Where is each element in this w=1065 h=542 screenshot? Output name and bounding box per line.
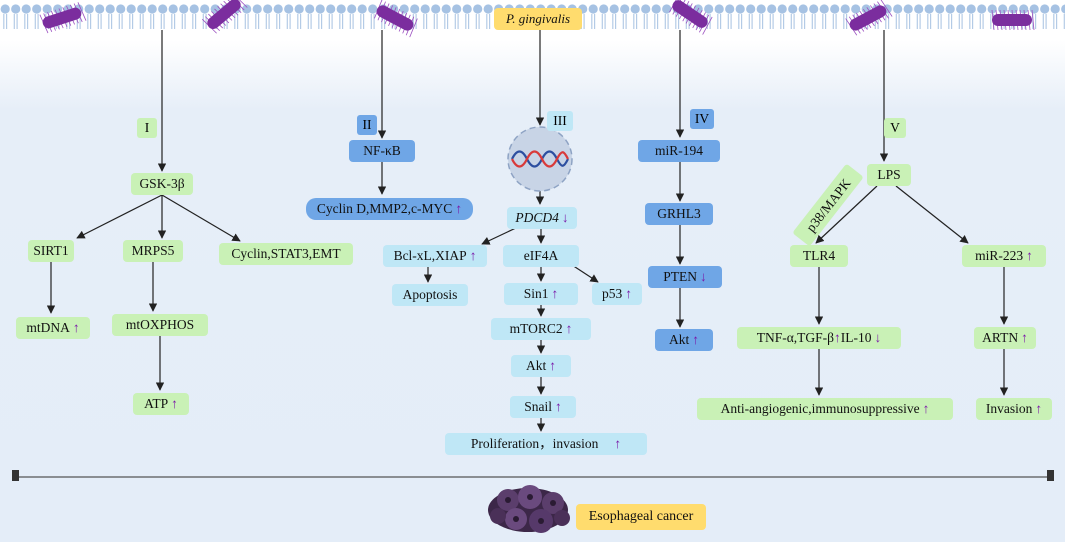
up-arrow-icon: ↑	[551, 286, 559, 301]
pten-node: PTEN↓	[648, 266, 722, 288]
artn-node: ARTN↑	[974, 327, 1036, 349]
up-arrow-icon: ↑	[922, 401, 930, 416]
atp-label: ATP	[144, 396, 169, 411]
bcl-xiap-node: Bcl-xL,XIAP↑	[383, 245, 487, 267]
esophageal-cancer-label: Esophageal cancer	[576, 504, 706, 530]
p53-label: p53	[602, 286, 623, 301]
il10-label: IL-10	[840, 330, 872, 345]
down-arrow-icon: ↓	[874, 330, 882, 345]
mrps5-node: MRPS5	[123, 240, 183, 262]
up-arrow-icon: ↑	[565, 321, 573, 336]
proliferation-invasion-node: Proliferation，invasion ↑	[445, 433, 647, 455]
flow-arrow	[815, 185, 878, 244]
up-arrow-icon: ↑	[171, 396, 178, 411]
bacterium-icon	[669, 0, 713, 35]
pathway-numeral-5: V	[884, 118, 906, 138]
cyclind-label: Cyclin D,MMP2,c-MYC	[316, 201, 453, 216]
bacterium-icon	[39, 2, 87, 34]
nucleus-dna-icon	[507, 126, 573, 192]
mtoxphos-node: mtOXPHOS	[112, 314, 208, 336]
down-arrow-icon: ↓	[700, 269, 707, 284]
bacteria-group	[39, 0, 1035, 38]
pathway-numeral-1: I	[137, 118, 157, 138]
apoptosis-node: Apoptosis	[392, 284, 468, 306]
prolif-label: Proliferation，invasion	[470, 436, 599, 451]
tnf-label: TNF-α,TGF-β	[756, 330, 835, 345]
flow-arrow	[161, 194, 241, 242]
cyclin-stat3-emt-node: Cyclin,STAT3,EMT	[219, 243, 353, 265]
p53-node: p53↑	[592, 283, 642, 305]
eif4a-node: eIF4A	[503, 245, 579, 267]
up-arrow-icon: ↑	[549, 358, 556, 373]
nfkb-node: NF-κB	[349, 140, 415, 162]
pdcd4-node: PDCD4↓	[507, 207, 577, 229]
flow-arrow	[481, 226, 519, 245]
mtdna-label: mtDNA	[26, 320, 70, 335]
up-arrow-icon: ↑	[625, 286, 632, 301]
mir223-label: miR-223	[975, 248, 1024, 263]
up-arrow-icon: ↑	[1026, 248, 1033, 263]
grhl3-node: GRHL3	[645, 203, 713, 225]
bacterium-icon	[374, 0, 418, 38]
up-arrow-icon: ↑	[469, 248, 477, 263]
bacterium-icon	[201, 0, 248, 34]
p38-mapk-label: p38/MAPK	[793, 164, 863, 246]
mtorc2-node: mTORC2↑	[491, 318, 591, 340]
atp-node: ATP↑	[133, 393, 189, 415]
anti-label: Anti-angiogenic,immunosuppressive	[720, 401, 920, 416]
up-arrow-icon: ↑	[834, 330, 841, 345]
pathogen-label: P. gingivalis	[494, 8, 582, 30]
pdcd4-label: PDCD4	[515, 210, 559, 225]
snail-node: Snail↑	[510, 396, 576, 418]
artn-label: ARTN	[982, 330, 1019, 345]
down-arrow-icon: ↓	[561, 210, 569, 225]
up-arrow-icon: ↑	[455, 201, 463, 216]
mir223-node: miR-223↑	[962, 245, 1046, 267]
flow-arrow	[76, 194, 163, 239]
mtorc2-label: mTORC2	[509, 321, 563, 336]
tlr4-node: TLR4	[790, 245, 848, 267]
tnf-tgf-il10-node: TNF-α,TGF-β↑IL-10↓	[737, 327, 901, 349]
invasion-label: Invasion	[985, 401, 1033, 416]
cyclind-mmp2-cmyc-node: Cyclin D,MMP2,c-MYC↑	[306, 198, 473, 220]
flow-arrow	[571, 264, 599, 283]
akt-label: Akt	[526, 358, 547, 373]
bacterium-icon	[991, 9, 1035, 31]
mir194-node: miR-194	[638, 140, 720, 162]
snail-label: Snail	[524, 399, 552, 414]
mtdna-node: mtDNA↑	[16, 317, 90, 339]
akt-node-4: Akt↑	[655, 329, 713, 351]
bottom-bracket	[12, 470, 1054, 481]
sin1-label: Sin1	[523, 286, 549, 301]
up-arrow-icon: ↑	[692, 332, 699, 347]
sirt1-node: SIRT1	[28, 240, 74, 262]
svg-text:p38/MAPK: p38/MAPK	[803, 176, 854, 235]
invasion-node: Invasion↑	[976, 398, 1052, 420]
up-arrow-icon: ↑	[555, 399, 562, 414]
bcl-label: Bcl-xL,XIAP	[393, 248, 467, 263]
sin1-node: Sin1↑	[504, 283, 578, 305]
pathway-numeral-3: III	[547, 111, 573, 131]
up-arrow-icon: ↑	[1035, 401, 1043, 416]
up-arrow-icon: ↑	[614, 436, 622, 451]
pten-label: PTEN	[663, 269, 697, 284]
bacterium-icon	[845, 0, 893, 36]
akt-node-3: Akt↑	[511, 355, 571, 377]
pathway-numeral-4: IV	[690, 109, 714, 129]
up-arrow-icon: ↑	[1021, 330, 1028, 345]
up-arrow-icon: ↑	[72, 320, 80, 335]
gsk3b-node: GSK-3β	[131, 173, 193, 195]
tumor-cluster-icon	[488, 485, 570, 533]
flow-arrow	[895, 185, 969, 244]
lps-node: LPS	[867, 164, 911, 186]
akt4-label: Akt	[669, 332, 690, 347]
anti-angiogenic-node: Anti-angiogenic,immunosuppressive↑	[697, 398, 953, 420]
pathway-numeral-2: II	[357, 115, 377, 135]
